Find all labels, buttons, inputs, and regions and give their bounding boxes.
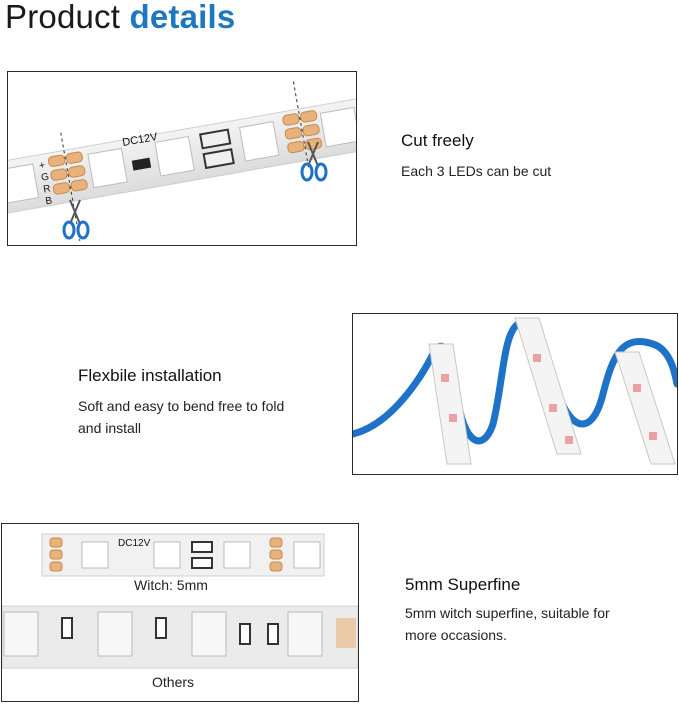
width-caption-others: Others (152, 674, 195, 690)
flexible-strip-image (352, 313, 678, 475)
title-part-details: details (129, 0, 236, 35)
led-chip-row (8, 106, 356, 204)
title-part-product: Product (5, 0, 130, 35)
bent-led-strip-illustration (353, 317, 677, 465)
pad-label-plus: + (38, 160, 46, 172)
pad-label-r: R (43, 183, 52, 195)
superfine-line-2: more occasions. (405, 627, 507, 643)
scissors-icon (62, 199, 90, 240)
thin-strip-5mm: DC12V (41, 533, 325, 577)
superfine-line-1: 5mm witch superfine, suitable for (405, 605, 610, 621)
superfine-comparison-image: DC12V (1, 523, 359, 702)
led-strip-diagonal-illustration: DC12V + G R B (8, 81, 356, 242)
wide-strip-others (2, 605, 358, 669)
pad-label-b: B (45, 195, 54, 207)
cut-freely-text: Each 3 LEDs can be cut (401, 163, 552, 179)
cut-freely-heading: Cut freely (401, 131, 474, 150)
flexible-installation-line-1: Soft and easy to bend free to fold (78, 398, 285, 414)
pad-label-g: G (40, 171, 50, 183)
width-caption-5mm: Witch: 5mm (134, 577, 208, 593)
scissors-icon (300, 141, 328, 182)
flexible-installation-line-2: and install (78, 420, 142, 436)
thin-strip-voltage-label: DC12V (118, 538, 151, 549)
strip-width-comparison-illustration: DC12V (2, 533, 358, 669)
page-title: Product details (5, 0, 235, 36)
flexible-installation-heading: Flexbile installation (78, 366, 222, 385)
cut-freely-image: DC12V + G R B (7, 71, 357, 246)
strip-lit-segments (428, 317, 676, 465)
superfine-heading: 5mm Superfine (405, 575, 521, 594)
